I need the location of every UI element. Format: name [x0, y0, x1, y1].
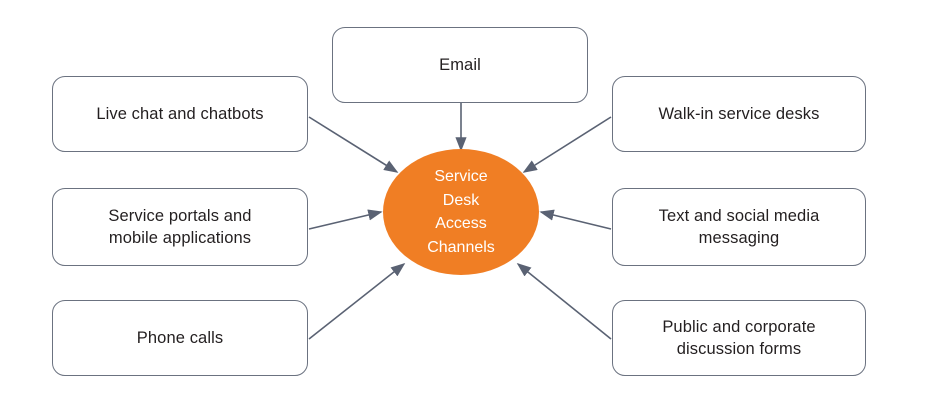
node-email[interactable]: Email	[332, 27, 588, 103]
hub-label: Service Desk Access Channels	[427, 168, 495, 256]
node-service-portals-and-mobile-applications-label: Service portals and mobile applications	[108, 207, 252, 247]
node-walk-in-service-desks-label: Walk-in service desks	[658, 105, 820, 123]
node-live-chat-and-chatbots-label: Live chat and chatbots	[96, 105, 264, 123]
node-email-label: Email	[439, 56, 481, 74]
node-phone-calls-label: Phone calls	[136, 329, 224, 347]
connector-live-chat-to-hub	[308, 116, 399, 173]
node-text-and-social-media-messaging-label: Text and social media messaging	[658, 207, 820, 247]
connector-forums-to-hub	[516, 262, 612, 340]
hub-service-desk-access-channels[interactable]: Service Desk Access Channels	[383, 149, 539, 275]
connector-text-social-to-hub	[539, 209, 612, 230]
node-walk-in-service-desks[interactable]: Walk-in service desks	[612, 76, 866, 152]
connector-portals-to-hub	[308, 209, 383, 230]
node-public-and-corporate-discussion-forms-label: Public and corporate discussion forms	[662, 318, 816, 358]
node-text-and-social-media-messaging[interactable]: Text and social media messaging	[612, 188, 866, 266]
node-live-chat-and-chatbots[interactable]: Live chat and chatbots	[52, 76, 308, 152]
connector-walkin-to-hub	[522, 116, 612, 173]
connector-phone-to-hub	[308, 263, 406, 340]
node-public-and-corporate-discussion-forms[interactable]: Public and corporate discussion forms	[612, 300, 866, 376]
node-phone-calls[interactable]: Phone calls	[52, 300, 308, 376]
node-service-portals-and-mobile-applications[interactable]: Service portals and mobile applications	[52, 188, 308, 266]
